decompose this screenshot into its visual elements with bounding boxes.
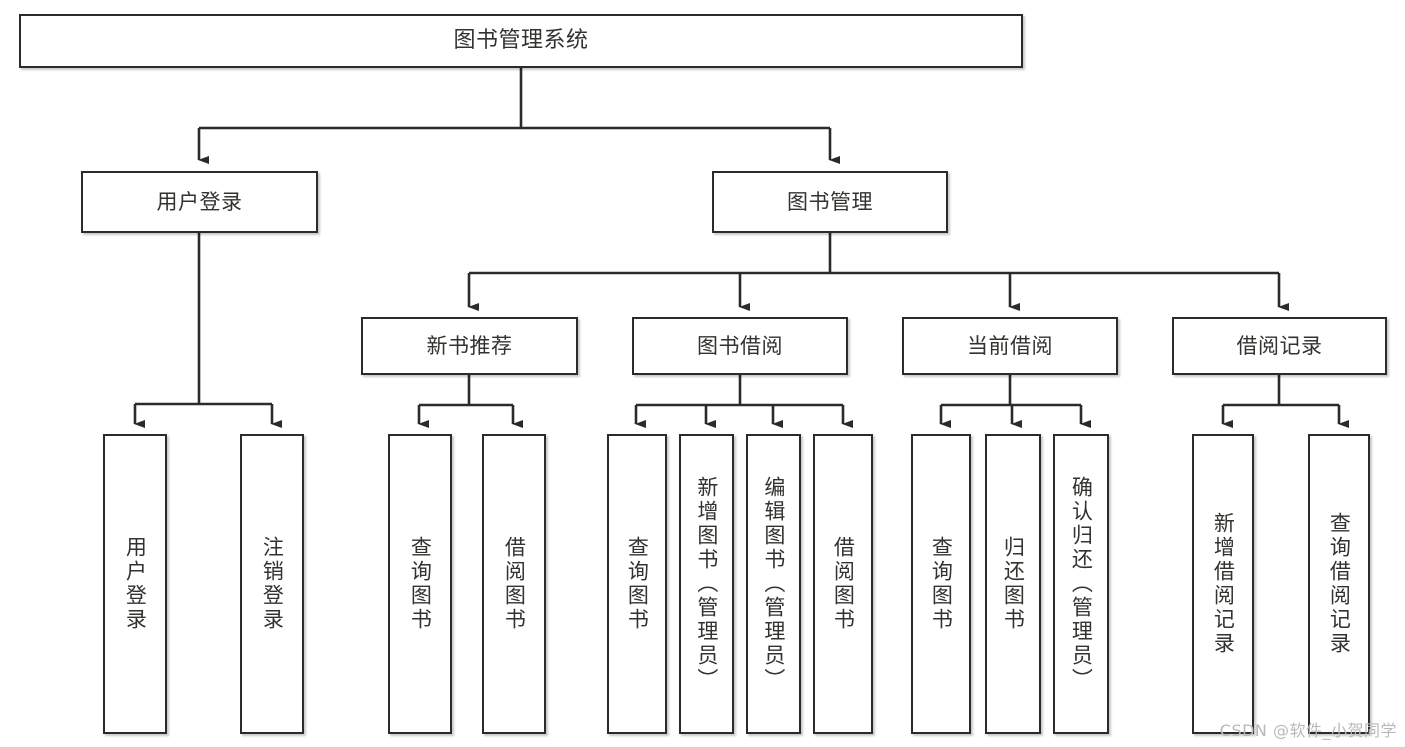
node-leaf-add-book-label: 新增图书（管理员）: [694, 476, 719, 692]
node-book-borrow[interactable]: 图书借阅: [632, 317, 848, 375]
node-leaf-borrow-book-1[interactable]: 借阅图书: [482, 434, 546, 734]
node-leaf-logout-label: 注销登录: [260, 536, 285, 632]
node-leaf-query-book-3-label: 查询图书: [929, 536, 954, 632]
node-root-label: 图书管理系统: [453, 28, 589, 54]
node-leaf-query-record[interactable]: 查询借阅记录: [1308, 434, 1370, 734]
node-book-borrow-label: 图书借阅: [697, 333, 783, 358]
node-root[interactable]: 图书管理系统: [19, 14, 1023, 68]
node-user-login-label: 用户登录: [156, 189, 243, 214]
node-leaf-user-login-label: 用户登录: [123, 536, 148, 632]
node-borrow-record-label: 借阅记录: [1236, 333, 1323, 358]
node-leaf-query-book-3[interactable]: 查询图书: [911, 434, 971, 734]
node-leaf-query-book-1-label: 查询图书: [408, 536, 433, 632]
node-book-manage[interactable]: 图书管理: [712, 171, 948, 233]
node-leaf-logout[interactable]: 注销登录: [240, 434, 304, 734]
node-borrow-record[interactable]: 借阅记录: [1172, 317, 1387, 375]
node-current-borrow[interactable]: 当前借阅: [902, 317, 1118, 375]
node-leaf-add-record[interactable]: 新增借阅记录: [1192, 434, 1254, 734]
node-leaf-edit-book-label: 编辑图书（管理员）: [761, 476, 786, 692]
node-current-borrow-label: 当前借阅: [967, 333, 1053, 358]
node-leaf-add-record-label: 新增借阅记录: [1211, 512, 1236, 656]
node-leaf-query-book-1[interactable]: 查询图书: [388, 434, 452, 734]
node-leaf-user-login[interactable]: 用户登录: [103, 434, 167, 734]
node-leaf-return-book[interactable]: 归还图书: [985, 434, 1041, 734]
node-leaf-confirm-return-label: 确认归还（管理员）: [1069, 476, 1094, 692]
node-leaf-confirm-return[interactable]: 确认归还（管理员）: [1053, 434, 1109, 734]
node-leaf-borrow-book-1-label: 借阅图书: [502, 536, 527, 632]
csdn-watermark: CSDN @软件_小贺同学: [1219, 721, 1397, 740]
node-leaf-query-book-2[interactable]: 查询图书: [607, 434, 667, 734]
node-leaf-borrow-book-2-label: 借阅图书: [831, 536, 856, 632]
node-user-login[interactable]: 用户登录: [81, 171, 318, 233]
node-book-manage-label: 图书管理: [787, 189, 873, 214]
node-new-book-recommend[interactable]: 新书推荐: [361, 317, 578, 375]
node-leaf-return-book-label: 归还图书: [1001, 536, 1026, 632]
node-leaf-add-book[interactable]: 新增图书（管理员）: [679, 434, 734, 734]
node-leaf-edit-book[interactable]: 编辑图书（管理员）: [746, 434, 801, 734]
node-leaf-query-record-label: 查询借阅记录: [1327, 512, 1352, 656]
node-leaf-borrow-book-2[interactable]: 借阅图书: [813, 434, 873, 734]
node-new-book-recommend-label: 新书推荐: [426, 333, 513, 358]
node-leaf-query-book-2-label: 查询图书: [625, 536, 650, 632]
